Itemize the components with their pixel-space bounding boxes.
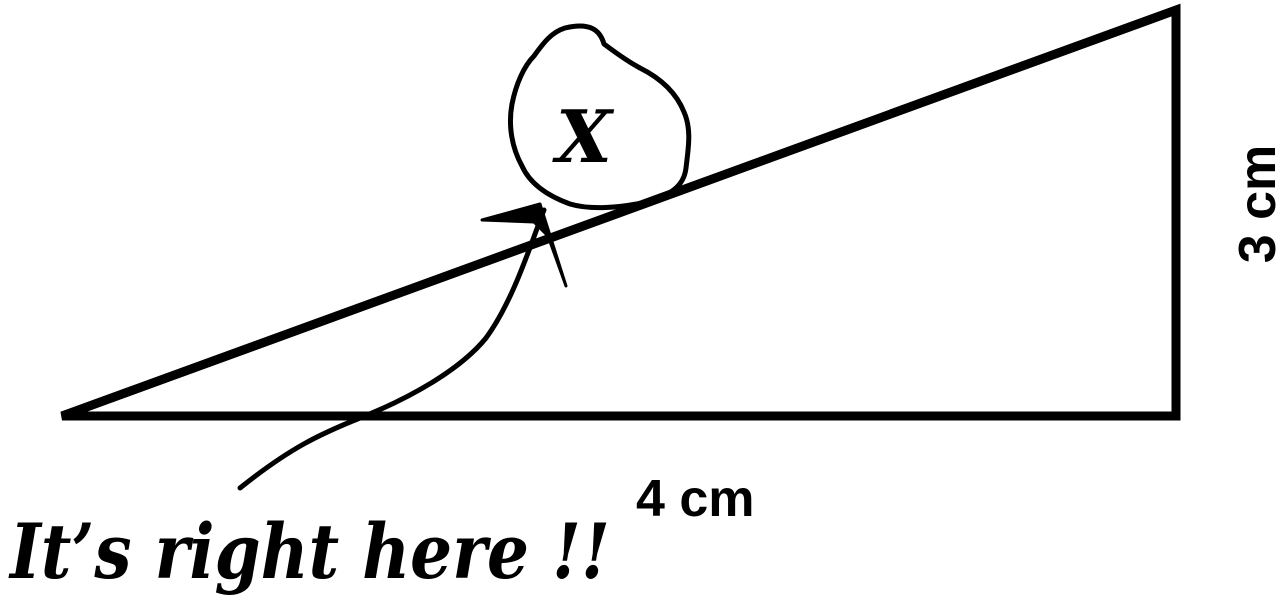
arrow-line	[237, 207, 547, 491]
circle-mark-x: X	[552, 94, 615, 179]
vertical-length-label: 3 cm	[1229, 145, 1287, 264]
hand-drawn-circle	[507, 23, 692, 211]
annotation-text: It’s right here !!	[8, 507, 610, 596]
arrow-head-icon	[480, 202, 568, 288]
right-triangle	[60, 3, 1181, 421]
base-length-label: 4 cm	[636, 470, 755, 528]
